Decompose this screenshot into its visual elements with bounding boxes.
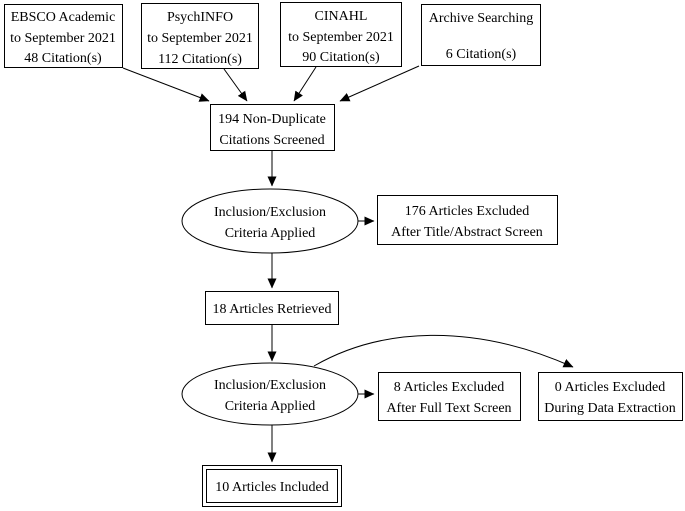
node-psychinfo: PsychINFO to September 2021 112 Citation…	[141, 3, 259, 69]
node-psychinfo-line1: PsychINFO	[167, 10, 233, 25]
node-criteria1-line2: Criteria Applied	[225, 226, 316, 241]
node-ebsco-line2: to September 2021	[10, 31, 116, 46]
node-criteria1-line1: Inclusion/Exclusion	[214, 205, 326, 220]
node-excluded-title-abstract: 176 Articles Excluded After Title/Abstra…	[377, 195, 558, 245]
node-psychinfo-box	[141, 3, 259, 69]
node-ebsco: EBSCO Academic to September 2021 48 Cita…	[4, 4, 123, 68]
node-retrieved: 18 Articles Retrieved	[205, 291, 339, 325]
edge-cinahl-to-screened	[293, 66, 317, 102]
node-cinahl: CINAHL to September 2021 90 Citation(s)	[280, 2, 402, 67]
node-cinahl-line2: to September 2021	[288, 30, 394, 45]
node-included-line1: 10 Articles Included	[215, 480, 329, 495]
node-excluded-full-text-line2: After Full Text Screen	[386, 401, 511, 416]
node-archive-line2: 6 Citation(s)	[446, 47, 517, 62]
node-included-inner-box	[206, 469, 338, 503]
node-excluded-data-extraction-box	[538, 372, 683, 421]
node-included: 10 Articles Included	[202, 465, 342, 507]
node-screened-box	[210, 104, 335, 151]
node-excluded-title-abstract-line1: 176 Articles Excluded	[405, 204, 529, 219]
node-criteria1-ellipse	[181, 188, 359, 254]
node-excluded-data-extraction-line1: 0 Articles Excluded	[555, 380, 665, 395]
node-ebsco-line1: EBSCO Academic	[11, 10, 116, 25]
node-excluded-full-text-box	[378, 372, 521, 421]
node-excluded-full-text-line1: 8 Articles Excluded	[394, 380, 504, 395]
node-cinahl-line3: 90 Citation(s)	[302, 50, 380, 65]
node-retrieved-line1: 18 Articles Retrieved	[213, 302, 332, 317]
node-criteria2: Inclusion/Exclusion Criteria Applied	[181, 362, 359, 426]
edge-ebsco-to-screened	[122, 67, 210, 102]
node-cinahl-line1: CINAHL	[315, 9, 368, 24]
node-cinahl-box	[280, 2, 402, 67]
node-criteria1: Inclusion/Exclusion Criteria Applied	[181, 188, 359, 254]
node-excluded-title-abstract-line2: After Title/Abstract Screen	[391, 225, 543, 240]
edge-psychinfo-to-screened	[223, 68, 248, 102]
edges	[122, 65, 574, 463]
node-excluded-data-extraction-line2: During Data Extraction	[544, 401, 675, 416]
node-ebsco-line3: 48 Citation(s)	[24, 51, 102, 66]
node-psychinfo-line3: 112 Citation(s)	[158, 52, 242, 67]
node-screened-line1: 194 Non-Duplicate	[218, 112, 326, 127]
node-criteria2-line1: Inclusion/Exclusion	[214, 378, 326, 393]
node-screened-line2: Citations Screened	[219, 133, 324, 148]
node-criteria2-line2: Criteria Applied	[225, 399, 316, 414]
node-psychinfo-line2: to September 2021	[147, 31, 253, 46]
edge-archive-to-screened	[339, 65, 420, 102]
node-retrieved-box	[205, 291, 339, 325]
node-excluded-data-extraction: 0 Articles Excluded During Data Extracti…	[538, 372, 683, 421]
node-archive: Archive Searching 6 Citation(s)	[421, 4, 541, 66]
node-screened: 194 Non-Duplicate Citations Screened	[210, 104, 335, 151]
edge-criteria2-to-excluded-data-extraction	[313, 334, 574, 368]
node-excluded-full-text: 8 Articles Excluded After Full Text Scre…	[378, 372, 521, 421]
node-excluded-title-abstract-box	[377, 195, 558, 245]
node-archive-line1: Archive Searching	[429, 11, 534, 26]
node-archive-box	[421, 4, 541, 66]
node-criteria2-ellipse	[181, 362, 359, 426]
node-ebsco-box	[4, 4, 123, 68]
